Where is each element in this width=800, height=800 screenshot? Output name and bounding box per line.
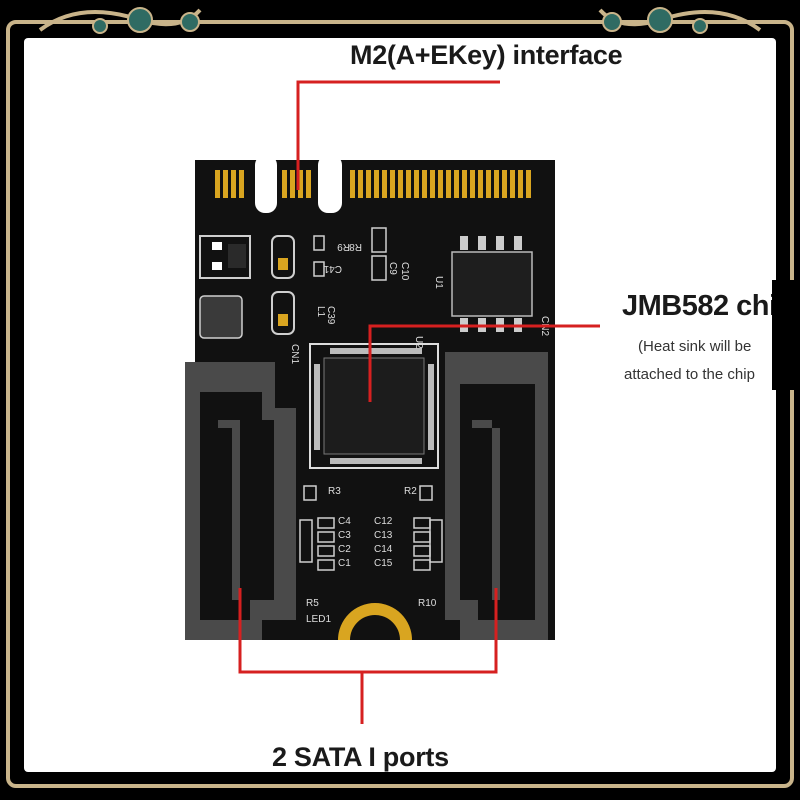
label-u2: U2: [413, 336, 424, 349]
label-r10: R10: [418, 598, 437, 609]
sata-port-right: [445, 352, 548, 640]
label-l1: L1: [315, 306, 326, 318]
label-c4: C4: [338, 516, 351, 527]
ornament-right-icon: [598, 7, 762, 34]
label-c12: C12: [374, 516, 393, 527]
label-c41: C41: [323, 263, 342, 274]
interface-label: M2(A+EKey) interface: [350, 40, 623, 70]
leader-lines: [238, 80, 600, 724]
label-cn1: CN1: [289, 344, 300, 364]
right-edge-mask: [772, 280, 800, 390]
label-c1: C1: [338, 558, 351, 569]
label-c9: C9: [387, 262, 398, 275]
ports-label: 2 SATA I ports: [272, 742, 449, 772]
chip-label: JMB582 chip: [622, 290, 794, 322]
key-notch-e: [318, 155, 342, 213]
key-notch-a: [255, 155, 277, 213]
jmb582-chip: [309, 343, 439, 469]
label-led1: LED1: [306, 614, 331, 625]
mounting-hole: [338, 603, 412, 640]
label-u1: U1: [433, 276, 444, 289]
label-c10: C10: [399, 262, 410, 281]
gold-fingers: [215, 170, 531, 198]
label-c14: C14: [374, 544, 393, 555]
label-r9: R9: [337, 241, 350, 252]
label-r2: R2: [404, 486, 417, 497]
leader-interface: [296, 80, 500, 190]
leader-ports: [238, 588, 498, 674]
label-c3: C3: [338, 530, 351, 541]
chip-note-line-1: (Heat sink will be: [638, 338, 752, 355]
chip-note-line-2: attached to the chip: [624, 366, 755, 383]
label-r5: R5: [306, 598, 319, 609]
leader-chip: [368, 324, 600, 402]
ornament-left-icon: [38, 7, 202, 34]
sata-port-left: [185, 362, 296, 640]
label-c2: C2: [338, 544, 351, 555]
label-r3: R3: [328, 486, 341, 497]
label-c39: C39: [325, 306, 336, 325]
label-c13: C13: [374, 530, 393, 541]
label-r8: R8: [349, 241, 362, 252]
label-c15: C15: [374, 558, 393, 569]
